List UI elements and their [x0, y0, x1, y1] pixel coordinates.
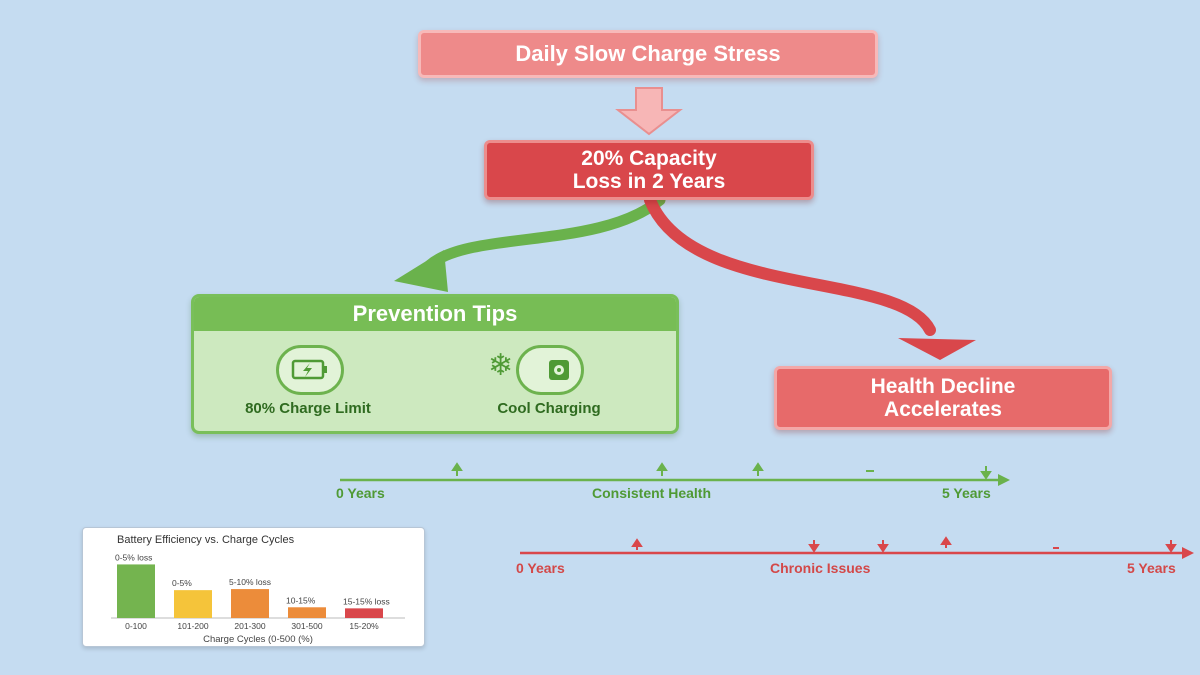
capacity-line-1: 20% Capacity — [581, 147, 717, 170]
chart-title: Battery Efficiency vs. Charge Cycles — [117, 534, 295, 546]
chart-data-label: 0-5% — [172, 578, 192, 588]
efficiency-chart-card: Battery Efficiency vs. Charge Cycles 0-5%… — [82, 527, 425, 647]
chart-bar — [345, 608, 383, 618]
chart-data-label: 5-10% loss — [229, 577, 271, 587]
decline-timeline-arrowhead — [1182, 547, 1194, 559]
capacity-loss-box: 20% Capacity Loss in 2 Years — [484, 140, 814, 200]
red-curve-arrow — [644, 194, 936, 336]
chart-bar — [117, 564, 155, 618]
health-decline-box: Health Decline Accelerates — [774, 366, 1112, 430]
healthy-end-label: 5 Years — [942, 485, 991, 501]
healthy-markers — [451, 462, 992, 480]
chart-bar — [231, 589, 269, 618]
chart-bar — [288, 607, 326, 618]
decline-markers — [631, 536, 1177, 553]
chart-tick-label: 201-300 — [234, 621, 265, 631]
capacity-line-2: Loss in 2 Years — [572, 170, 726, 193]
chart-bar — [174, 590, 212, 618]
healthy-start-label: 0 Years — [336, 485, 385, 501]
decline-end-label: 5 Years — [1127, 560, 1176, 576]
chart-tick-label: 301-500 — [291, 621, 322, 631]
battery-icon — [276, 345, 344, 395]
chart-x-axis-label: Charge Cycles (0-500 (%) — [203, 634, 313, 645]
snowflake-fan-icon — [516, 345, 584, 395]
healthy-timeline-arrowhead — [998, 474, 1010, 486]
stress-box: Daily Slow Charge Stress — [418, 30, 878, 78]
tip-label-charge-limit: 80% Charge Limit — [245, 400, 371, 417]
healthy-middle-label: Consistent Health — [592, 485, 712, 501]
chart-data-label: 15-15% loss — [343, 596, 390, 606]
chart-tick-label: 101-200 — [177, 621, 208, 631]
down-arrow — [615, 87, 683, 136]
green-arrow-head — [394, 250, 448, 292]
red-arrow-head — [898, 338, 976, 360]
green-curve-arrow — [424, 194, 666, 271]
efficiency-bar-chart: Battery Efficiency vs. Charge Cycles 0-5%… — [111, 534, 405, 645]
decline-start-label: 0 Years — [516, 560, 565, 576]
chart-tick-label: 15-20% — [349, 621, 379, 631]
tip-label-cool-charging: Cool Charging — [497, 400, 601, 417]
chart-tick-label: 0-100 — [125, 621, 147, 631]
decline-middle-label: Chronic Issues — [770, 560, 871, 576]
decline-line-1: Health Decline — [870, 375, 1016, 398]
prevention-tips-panel: Prevention Tips 80% Charge Limit ❄ Cool … — [191, 294, 679, 434]
chart-data-label: 0-5% loss — [115, 552, 152, 562]
decline-line-2: Accelerates — [884, 398, 1002, 421]
prevention-title: Prevention Tips — [194, 297, 676, 331]
snowflake-icon: ❄ — [488, 349, 514, 382]
chart-data-label: 10-15% — [286, 595, 316, 605]
stress-label: Daily Slow Charge Stress — [515, 41, 781, 66]
